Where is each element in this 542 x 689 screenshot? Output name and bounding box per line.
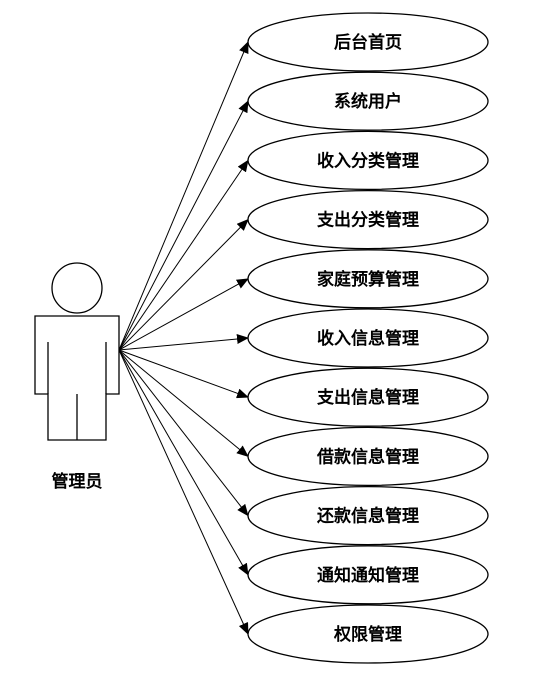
use-case: 收入分类管理 xyxy=(247,130,489,191)
use-case: 权限管理 xyxy=(247,604,489,664)
use-case: 通知通知管理 xyxy=(247,545,489,605)
use-case-label: 通知通知管理 xyxy=(317,565,419,586)
use-case: 系统用户 xyxy=(247,71,489,131)
association-arrow xyxy=(118,100,249,351)
use-case-label: 借款信息管理 xyxy=(316,446,419,467)
use-case: 收入信息管理 xyxy=(247,308,489,368)
use-case-label: 家庭预算管理 xyxy=(317,269,419,290)
use-case-ellipse xyxy=(247,308,489,368)
use-case: 家庭预算管理 xyxy=(247,249,489,309)
use-case-ellipse xyxy=(247,130,489,191)
actor-body xyxy=(34,315,120,441)
association-arrow xyxy=(118,349,249,517)
use-case: 借款信息管理 xyxy=(247,426,489,487)
use-case: 支出分类管理 xyxy=(247,189,489,250)
use-case: 支出信息管理 xyxy=(247,367,489,427)
association-arrow xyxy=(118,278,249,351)
association-arrow xyxy=(118,349,249,635)
use-case-label: 系统用户 xyxy=(334,91,402,112)
use-case-ellipse xyxy=(247,485,489,546)
use-case-label: 收入分类管理 xyxy=(317,150,419,171)
association-arrow xyxy=(118,349,249,458)
use-case-label: 权限管理 xyxy=(333,624,402,645)
use-case-ellipse xyxy=(247,426,489,487)
use-case-ellipse xyxy=(247,189,489,250)
use-case-ellipse xyxy=(247,545,489,605)
use-case-label: 支出信息管理 xyxy=(317,387,419,408)
actor-head xyxy=(51,262,103,314)
association-arrow xyxy=(118,218,249,351)
association-lines xyxy=(118,41,249,635)
use-case-ellipse xyxy=(247,249,489,309)
use-case-label: 收入信息管理 xyxy=(317,328,419,349)
association-arrow xyxy=(118,349,249,399)
association-arrow xyxy=(118,334,249,351)
association-arrow xyxy=(118,349,249,576)
use-case-group: 后台首页系统用户收入分类管理支出分类管理家庭预算管理收入信息管理支出信息管理借款… xyxy=(247,12,489,664)
association-arrow xyxy=(118,159,249,351)
use-case-ellipse xyxy=(247,367,489,427)
use-case-label: 还款信息管理 xyxy=(316,506,419,527)
association-arrow xyxy=(118,41,249,351)
actor-figure: 管理员 xyxy=(34,262,120,492)
actor-label: 管理员 xyxy=(52,471,103,492)
use-case-ellipse xyxy=(247,604,489,664)
use-case-ellipse xyxy=(247,12,489,72)
use-case-ellipse xyxy=(247,71,489,131)
use-case-label: 后台首页 xyxy=(334,32,402,53)
use-case: 后台首页 xyxy=(247,12,489,72)
use-case: 还款信息管理 xyxy=(247,485,489,546)
use-case-label: 支出分类管理 xyxy=(317,210,419,231)
